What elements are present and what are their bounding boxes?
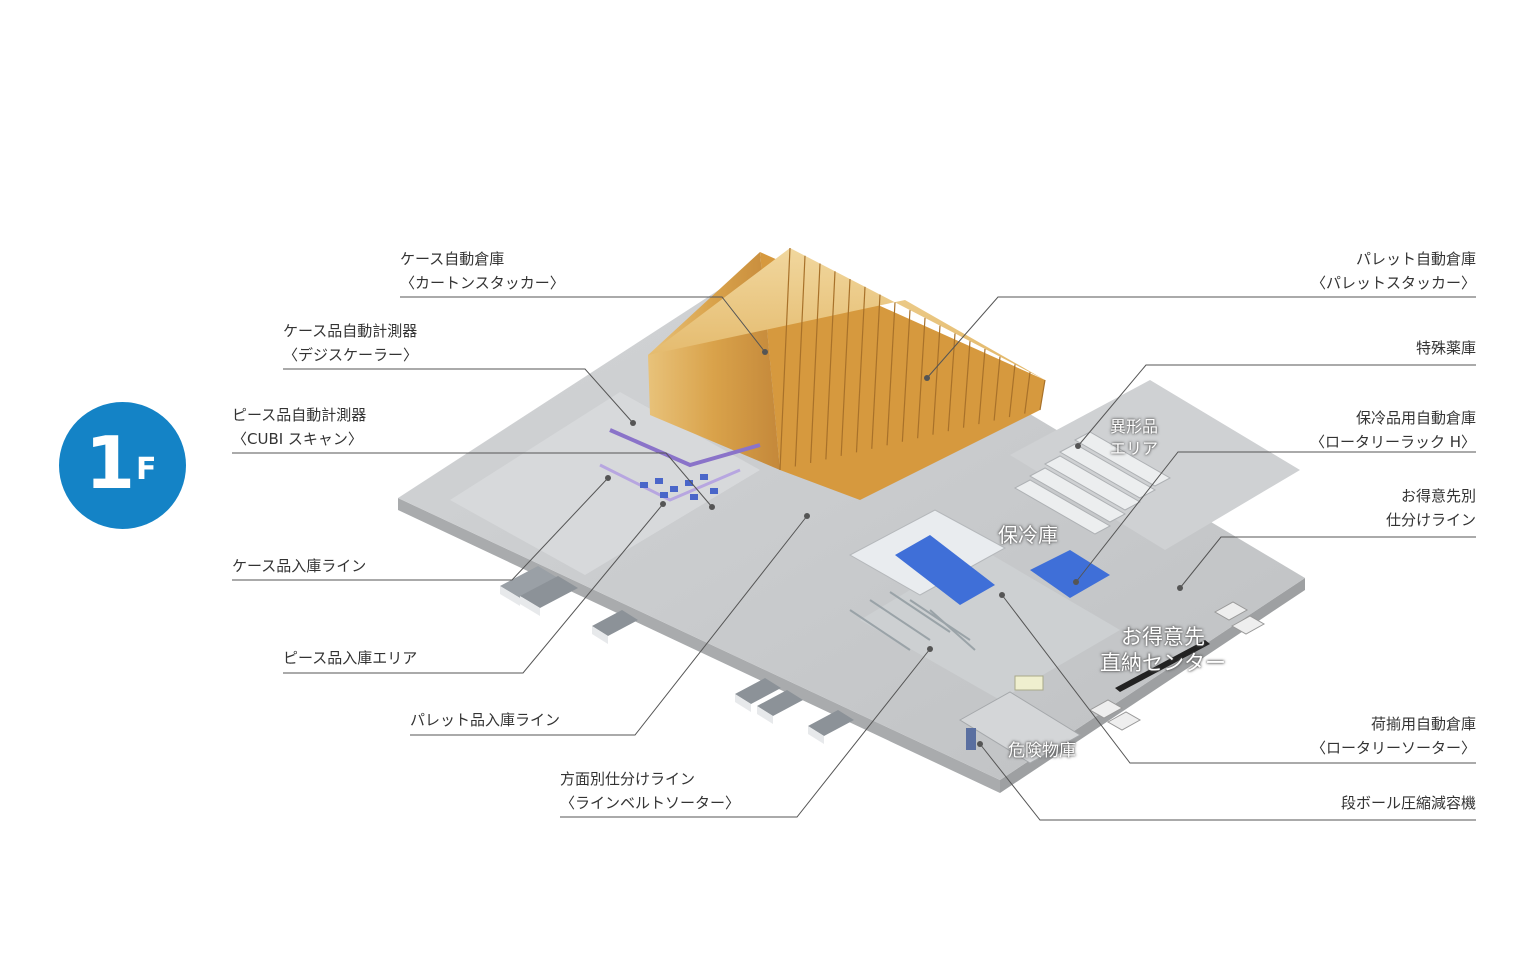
label-pallet-stacker: パレット自動倉庫 〈パレットスタッカー〉	[1311, 247, 1476, 295]
map-label-cold-storage: 保冷庫	[998, 524, 1058, 546]
piece-conveyor	[599, 463, 741, 502]
van	[1088, 699, 1124, 719]
label-line: エリア	[1110, 439, 1159, 458]
label-line: 〈パレットスタッカー〉	[1310, 274, 1476, 292]
rack-aisle	[947, 333, 956, 432]
label-direction-sorter: 方面別仕分けライン 〈ラインベルトソーター〉	[560, 767, 740, 815]
direct-dock	[1115, 640, 1210, 692]
label-line: お得意先別	[1400, 487, 1476, 505]
floor-zone-right	[1010, 380, 1300, 550]
label-line: 荷揃用自動倉庫	[1370, 715, 1476, 733]
cold-rack-left	[895, 535, 995, 605]
label-cardboard-compactor: 段ボール圧縮減容機	[1341, 791, 1476, 815]
label-case-scaler: ケース品自動計測器 〈デジスケーラー〉	[283, 319, 418, 367]
rack-aisle	[917, 317, 926, 439]
truck	[757, 690, 803, 724]
van	[1213, 601, 1249, 621]
rack-aisle	[993, 356, 1001, 421]
label-line: ケース自動倉庫	[400, 250, 505, 268]
case-conveyor	[609, 428, 761, 468]
label-line: 保冷庫	[998, 523, 1058, 547]
rack-aisle	[932, 325, 941, 435]
label-line: 特殊薬庫	[1415, 339, 1476, 357]
label-line: 危険物庫	[1008, 741, 1076, 761]
truck	[808, 710, 854, 744]
line-belt-sorter	[849, 591, 976, 651]
label-line: ピース品自動計測器	[232, 406, 367, 424]
leader-lines	[232, 296, 1476, 821]
label-case-stacker: ケース自動倉庫 〈カートンスタッカー〉	[400, 247, 565, 295]
trucks	[500, 566, 1266, 744]
floor-badge: 1 F	[59, 402, 186, 529]
label-pallet-inbound-line: パレット品入庫ライン	[410, 708, 560, 732]
label-cubiscan: ピース品自動計測器 〈CUBI スキャン〉	[232, 403, 366, 451]
label-line: 保冷品用自動倉庫	[1355, 409, 1476, 427]
rack-aisle	[962, 341, 971, 428]
rack-aisle	[886, 302, 896, 446]
truck	[520, 576, 578, 616]
label-piece-inbound-area: ピース品入庫エリア	[283, 646, 417, 670]
label-line: 方面別仕分けライン	[560, 770, 696, 788]
rack-aisle	[794, 255, 806, 467]
label-line: 〈カートンスタッカー〉	[400, 274, 565, 292]
map-label-direct-center: お得意先 直納センター	[1100, 624, 1226, 676]
label-rotary-sorter: 荷揃用自動倉庫 〈ロータリーソーター〉	[1311, 712, 1476, 760]
rack-aisle	[840, 279, 851, 456]
map-label-irregular-area: 異形品 エリア	[1110, 416, 1158, 460]
rack-aisle	[871, 294, 881, 449]
rack-aisle-lines	[779, 247, 1046, 471]
label-line: パレット品入庫ライン	[410, 711, 561, 729]
label-line: 異形品	[1110, 417, 1159, 436]
rack-aisle	[1024, 372, 1031, 414]
rack-aisle	[901, 310, 911, 442]
floor-zone	[450, 392, 760, 575]
rack-aisle	[855, 286, 866, 453]
hazmat-tank	[966, 728, 976, 750]
rack-top	[648, 248, 1045, 380]
label-case-inbound-line: ケース品入庫ライン	[232, 554, 366, 578]
truck	[500, 566, 558, 606]
label-line: お得意先	[1121, 625, 1205, 649]
cold-rack-right	[1030, 550, 1110, 598]
floor-unit: F	[136, 452, 157, 487]
label-line: 直納センター	[1100, 651, 1226, 675]
label-line: ケース品入庫ライン	[232, 557, 367, 575]
label-line: 〈CUBI スキャン〉	[232, 430, 363, 448]
leader-dots	[605, 349, 1183, 747]
label-rotary-rack: 保冷品用自動倉庫 〈ロータリーラック H〉	[1310, 406, 1476, 454]
label-line: ケース品自動計測器	[283, 322, 418, 340]
label-special-chemical: 特殊薬庫	[1416, 336, 1476, 360]
label-line: パレット自動倉庫	[1355, 250, 1476, 268]
piece-inbound-racks	[640, 474, 718, 500]
label-line: 〈ロータリーラック H〉	[1309, 433, 1476, 451]
rack-aisle	[1008, 364, 1016, 418]
van	[1106, 711, 1142, 731]
label-line: ピース品入庫エリア	[283, 649, 418, 667]
label-line: 〈ロータリーソーター〉	[1310, 739, 1476, 757]
compactor	[1014, 675, 1044, 691]
hazmat-building	[959, 691, 1081, 764]
label-customer-sorting: お得意先別 仕分けライン	[1386, 484, 1476, 532]
rack-aisle	[809, 263, 821, 463]
label-line: 〈デジスケーラー〉	[283, 346, 419, 364]
label-line: 仕分けライン	[1385, 511, 1476, 529]
map-label-hazmat: 危険物庫	[1008, 740, 1076, 762]
irregular-area-racks	[1013, 431, 1172, 535]
floor-edge-right	[1000, 578, 1305, 793]
floor-number: 1	[85, 421, 136, 505]
rack-aisle	[1039, 379, 1046, 411]
rack-aisle	[779, 247, 791, 471]
rack-aisle	[825, 271, 836, 460]
van	[1230, 615, 1266, 635]
label-line: 〈ラインベルトソーター〉	[560, 794, 741, 812]
truck	[592, 610, 638, 644]
truck	[735, 678, 781, 712]
label-line: 段ボール圧縮減容機	[1340, 794, 1476, 812]
rack-aisle	[978, 348, 986, 425]
